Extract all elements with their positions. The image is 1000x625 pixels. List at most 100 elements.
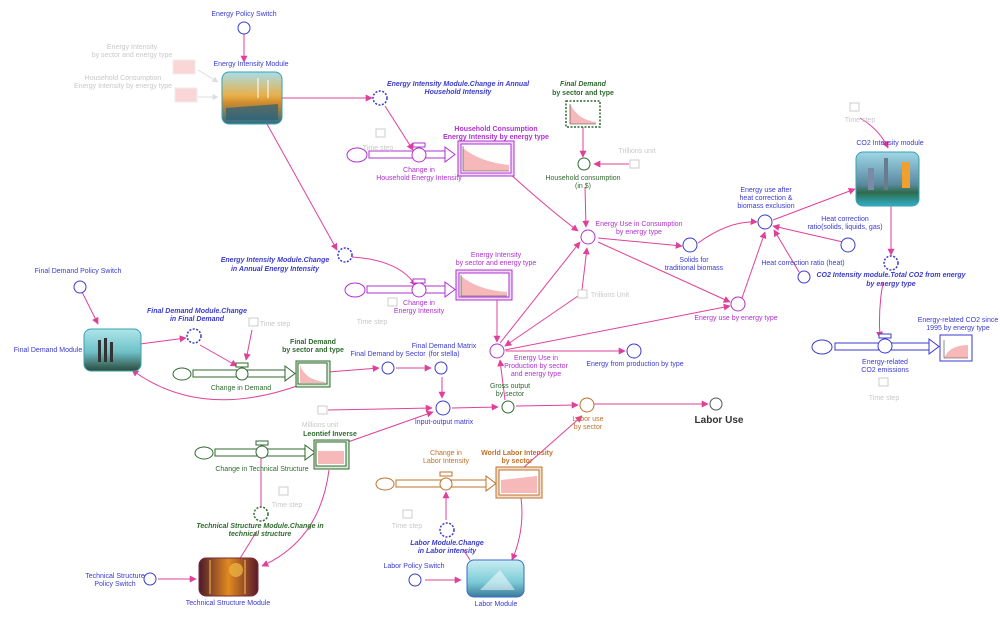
stock-energy-intensity-sector[interactable] bbox=[455, 269, 513, 301]
valve-hh-ei[interactable] bbox=[411, 142, 427, 163]
stock-leontief-inverse[interactable] bbox=[313, 439, 350, 470]
converter-ei-hh-change[interactable] bbox=[372, 90, 388, 106]
label-fd-matrix-2: (for stella) bbox=[428, 351, 459, 358]
label-heat-ratio-1: Heat correction bbox=[821, 216, 869, 223]
connectors bbox=[81, 26, 895, 584]
converter-hh-consumption[interactable] bbox=[577, 157, 591, 171]
flow-pipe-co2 bbox=[811, 338, 940, 355]
converter-ts-change[interactable] bbox=[253, 506, 269, 522]
label-labor-flow-2: Labor Intensity bbox=[423, 458, 469, 465]
technical-structure-module[interactable] bbox=[198, 557, 259, 597]
labels: Energy Policy Switch Energy Intensity Mo… bbox=[14, 11, 999, 608]
converter-io-matrix[interactable] bbox=[435, 400, 451, 416]
converter-eu-consumption[interactable] bbox=[580, 229, 596, 245]
converter-eu-after-heat[interactable] bbox=[757, 214, 773, 230]
label-eu-consumption-2: by energy type bbox=[616, 229, 662, 236]
label-ts-switch-1: Technical Structure bbox=[85, 573, 145, 580]
converter-labor-use[interactable] bbox=[709, 397, 723, 411]
stock-world-labor-intensity[interactable] bbox=[495, 466, 543, 499]
converter-fd-by-sector[interactable] bbox=[381, 361, 395, 375]
converter-eu-production[interactable] bbox=[489, 343, 505, 359]
label-tech-flow: Change in Technical Structure bbox=[215, 466, 308, 473]
energy-intensity-module[interactable] bbox=[221, 71, 283, 125]
ghost-timestep-6[interactable] bbox=[278, 486, 289, 496]
link-fd-module-to-change bbox=[139, 335, 187, 345]
label-co2-module: CO2 Intensity module bbox=[856, 140, 923, 147]
label-io-matrix: Input-output matrix bbox=[415, 419, 474, 426]
valve-ei[interactable] bbox=[411, 278, 427, 298]
flow-pipe-labor bbox=[375, 475, 497, 492]
label-co2-flow-1: Energy-related bbox=[862, 359, 908, 366]
modules bbox=[83, 71, 920, 598]
converter-gross-output[interactable] bbox=[501, 400, 515, 414]
label-fd-change-1: Final Demand Module.Change bbox=[147, 308, 247, 315]
stock-final-demand[interactable] bbox=[295, 360, 331, 388]
valve-labor[interactable] bbox=[439, 471, 453, 491]
valve-tech[interactable] bbox=[255, 440, 269, 459]
converter-heat-ratio-heat[interactable] bbox=[797, 270, 811, 284]
link-trillions2-to-eu-consumption bbox=[581, 247, 590, 291]
label-labor-switch: Labor Policy Switch bbox=[383, 563, 444, 570]
final-demand-module[interactable] bbox=[83, 328, 142, 372]
label-labor-change-1: Labor Module.Change bbox=[410, 540, 484, 547]
label-solids-1: Solids for bbox=[679, 257, 709, 264]
converter-eu-by-type[interactable] bbox=[730, 296, 746, 312]
label-ei-flow-1: Change in bbox=[403, 300, 435, 307]
link-eu-after-to-co2-module bbox=[772, 187, 856, 221]
label-labor-stock-2: by sector bbox=[501, 458, 532, 465]
label-heat-ratio-2: ratio(solids, liquids, gas) bbox=[807, 224, 882, 231]
link-timestep-to-co2-module bbox=[859, 117, 889, 149]
link-eu-consumption-to-solids bbox=[597, 237, 683, 249]
labor-module[interactable] bbox=[466, 559, 525, 598]
ghost-timestep-7[interactable] bbox=[402, 509, 413, 519]
converter-energy-from-production[interactable] bbox=[626, 343, 642, 359]
label-fd-top-1: Final Demand bbox=[560, 81, 607, 88]
converter-heat-ratio[interactable] bbox=[840, 237, 856, 253]
valve-co2[interactable] bbox=[877, 333, 893, 354]
ghost-stock-hh-ei[interactable] bbox=[174, 87, 198, 103]
converter-labor-change[interactable] bbox=[439, 522, 455, 538]
label-energy-intensity-module: Energy Intensity Module bbox=[213, 61, 288, 68]
ghost-trillions-unit[interactable] bbox=[629, 159, 640, 169]
ghost-timestep-4[interactable] bbox=[849, 102, 860, 112]
ghost-timestep-5[interactable] bbox=[878, 377, 889, 387]
label-ghost-ei-sector-2: by sector and energy type bbox=[92, 52, 173, 59]
ghost-timestep-1[interactable] bbox=[375, 128, 386, 138]
label-fd-module: Final Demand Module bbox=[14, 347, 83, 354]
link-fd-stock-to-fd-module bbox=[131, 369, 298, 401]
converter-labor-policy-switch[interactable] bbox=[408, 573, 422, 587]
co2-intensity-module[interactable] bbox=[855, 151, 920, 207]
converter-labor-use-sector[interactable] bbox=[579, 397, 595, 413]
converter-co2-total[interactable] bbox=[883, 255, 899, 271]
stock-co2-since-1995[interactable] bbox=[939, 334, 973, 362]
label-ei-hh-change-1: Energy Intensity Module.Change in Annual bbox=[387, 81, 530, 88]
link-eu-consumption-to-eu-by-type bbox=[597, 241, 731, 303]
ghost-millions-unit[interactable] bbox=[317, 405, 328, 415]
label-ts-change-1: Technical Structure Module.Change in bbox=[196, 523, 323, 530]
converter-energy-policy-switch[interactable] bbox=[237, 21, 251, 35]
ghost-trillions-unit-2[interactable] bbox=[577, 289, 588, 299]
label-labor-use-sector-2: by sector bbox=[574, 424, 603, 431]
flow-pipe-hh-ei bbox=[346, 146, 456, 163]
converter-fd-policy-switch[interactable] bbox=[73, 280, 87, 294]
ghost-timestep-3[interactable] bbox=[248, 317, 259, 327]
label-co2-stock-2: 1995 by energy type bbox=[926, 325, 990, 332]
cloud-icon bbox=[194, 446, 214, 460]
link-heat-heat-to-eu-after bbox=[773, 229, 800, 273]
converter-fd-matrix[interactable] bbox=[434, 361, 448, 375]
label-fd-change-2: in Final Demand bbox=[170, 316, 225, 323]
stock-hh-energy-intensity[interactable] bbox=[457, 140, 515, 177]
stock-final-demand-top[interactable] bbox=[565, 100, 601, 128]
link-solids-to-eu-after bbox=[697, 218, 758, 244]
valve-demand[interactable] bbox=[235, 362, 249, 381]
label-fd-top-2: by sector and type bbox=[552, 90, 614, 97]
cloud-icon bbox=[344, 282, 366, 298]
converter-solids-biomass[interactable] bbox=[682, 237, 698, 253]
converter-ei-annual-change[interactable] bbox=[337, 247, 353, 263]
label-eu-consumption-1: Energy Use in Consumption bbox=[595, 221, 682, 228]
ghost-stock-ei-sector[interactable] bbox=[172, 59, 196, 75]
ghost-timestep-2[interactable] bbox=[387, 297, 398, 307]
converter-fd-change[interactable] bbox=[186, 328, 202, 344]
converter-ts-policy-switch[interactable] bbox=[143, 572, 157, 586]
label-ts-switch-2: Policy Switch bbox=[94, 581, 135, 588]
